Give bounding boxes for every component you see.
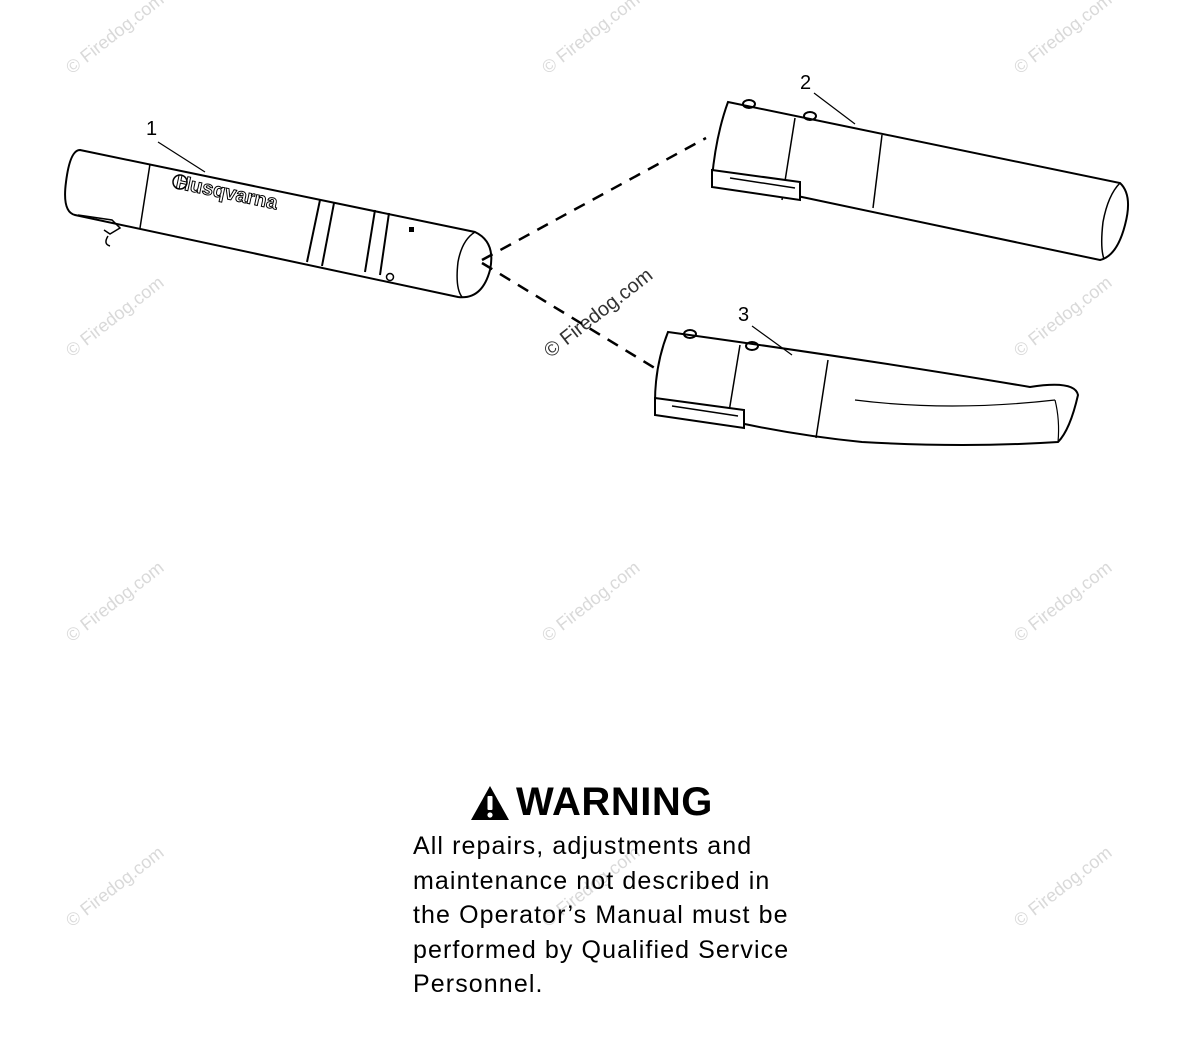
warning-line: the Operator’s Manual must be [413, 901, 789, 929]
warning-text: All repairs, adjustments and maintenance… [413, 829, 883, 1002]
warning-title: WARNING [470, 780, 883, 825]
callout-2: 2 [800, 72, 812, 94]
connection-lines [481, 136, 707, 372]
warning-block: WARNING All repairs, adjustments and mai… [413, 780, 883, 1002]
warning-line: Personnel. [413, 970, 544, 998]
part-2-straight-nozzle [710, 99, 1130, 262]
callout-3: 3 [738, 304, 750, 326]
warning-line: maintenance not described in [413, 866, 771, 895]
part-3-curved-nozzle [653, 329, 1080, 446]
part-1-blower-tube: Husqvarna [64, 148, 493, 299]
warning-title-text: WARNING [516, 780, 713, 824]
callout-1: 1 [146, 118, 158, 140]
warning-line: All repairs, adjustments and [413, 832, 753, 860]
warning-triangle-icon [471, 785, 509, 820]
leader-lines [157, 92, 856, 356]
warning-line: performed by Qualified Service [413, 935, 790, 964]
